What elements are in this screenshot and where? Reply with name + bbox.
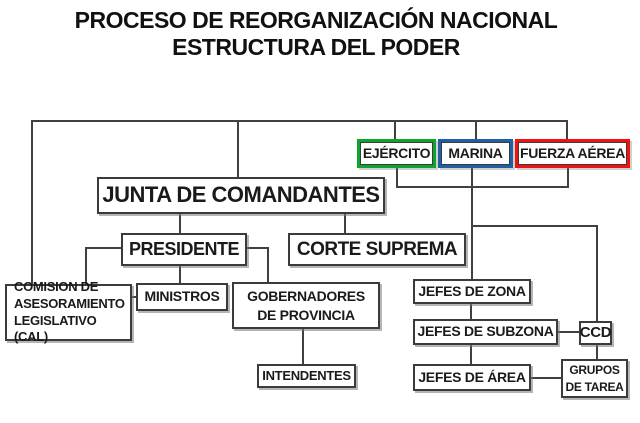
node-label: JEFES DE ZONA xyxy=(418,282,526,299)
node-ccd: CCD xyxy=(579,321,612,345)
node-marina: MARINA xyxy=(438,139,513,168)
node-comision-asesoramiento-legislativo: COMISION DE ASESORAMIENTO LEGISLATIVO (C… xyxy=(5,279,132,344)
connector-military-rail xyxy=(396,186,569,188)
node-fuerza-aerea: FUERZA AÉREA xyxy=(515,139,630,168)
node-label: PRESIDENTE xyxy=(128,239,240,260)
connector-marina-bottom-long xyxy=(471,166,473,282)
node-label-line3: LEGISLATIVO (CAL) xyxy=(14,312,97,345)
connector-junta-drop xyxy=(237,120,239,178)
node-label: MINISTROS xyxy=(144,288,220,305)
node-ejercito: EJÉRCITO xyxy=(357,139,436,168)
node-jefes-de-zona: JEFES DE ZONA xyxy=(413,279,531,304)
node-label-line2: DE PROVINCIA xyxy=(257,306,355,323)
node-ministros: MINISTROS xyxy=(136,283,228,311)
connector-gobernadores-intendentes xyxy=(302,327,304,366)
node-jefes-de-area: JEFES DE ÁREA xyxy=(413,364,531,391)
connector-presidente-left-h xyxy=(85,247,123,249)
node-intendentes: INTENDENTES xyxy=(257,364,356,388)
connector-junta-corte xyxy=(344,212,346,236)
node-label: CORTE SUPREMA xyxy=(296,238,458,260)
node-label: INTENDENTES xyxy=(262,367,351,383)
connector-subzona-ccd xyxy=(556,331,581,333)
node-label: EJÉRCITO xyxy=(362,144,431,161)
connector-ccd-grupos xyxy=(596,344,598,361)
node-label: CCD xyxy=(579,323,612,341)
connector-ejercito-top xyxy=(394,120,396,142)
node-presidente: PRESIDENTE xyxy=(121,233,247,266)
connector-zona-subzona xyxy=(470,303,472,321)
title-line-1: PROCESO DE REORGANIZACIÓN NACIONAL xyxy=(74,7,558,33)
node-label-line2: DE TAREA xyxy=(565,379,624,394)
node-grupos-de-tarea: GRUPOS DE TAREA xyxy=(561,359,628,398)
connector-ccd-branch-v xyxy=(596,225,598,322)
connector-top-rail xyxy=(31,120,568,122)
node-junta-de-comandantes: JUNTA DE COMANDANTES xyxy=(97,177,385,214)
connector-left-drop xyxy=(31,120,33,284)
connector-comision-ministros xyxy=(130,296,138,298)
connector-presidente-right-v xyxy=(267,247,269,283)
node-label-line1: GRUPOS xyxy=(569,363,620,378)
node-label: JEFES DE SUBZONA xyxy=(417,323,554,340)
node-label-line1: COMISION DE xyxy=(14,278,99,294)
page-title: PROCESO DE REORGANIZACIÓN NACIONAL ESTRU… xyxy=(0,7,632,61)
node-corte-suprema: CORTE SUPREMA xyxy=(288,233,466,266)
connector-fuerza-bottom xyxy=(567,166,569,188)
node-label: JEFES DE ÁREA xyxy=(418,368,526,385)
node-label-line1: GOBERNADORES xyxy=(247,288,365,305)
node-label: FUERZA AÉREA xyxy=(519,144,626,161)
connector-subzona-area xyxy=(470,344,472,366)
connector-fuerza-top xyxy=(566,120,568,142)
node-label-line2: ASESORAMIENTO xyxy=(14,295,125,311)
connector-presidente-left-v xyxy=(85,247,87,285)
connector-area-grupos xyxy=(530,377,563,379)
node-label: MARINA xyxy=(448,144,503,161)
connector-ejercito-bottom xyxy=(396,166,398,188)
connector-presidente-ministros xyxy=(179,264,181,285)
connector-marina-top xyxy=(475,120,477,142)
node-label: JUNTA DE COMANDANTES xyxy=(102,182,380,208)
connector-presidente-right-h xyxy=(245,247,269,249)
connector-ccd-branch-h xyxy=(471,225,598,227)
node-jefes-de-subzona: JEFES DE SUBZONA xyxy=(413,319,558,345)
node-gobernadores-de-provincia: GOBERNADORES DE PROVINCIA xyxy=(232,282,380,329)
connector-junta-presidente xyxy=(179,212,181,236)
title-line-2: ESTRUCTURA DEL PODER xyxy=(172,34,460,60)
